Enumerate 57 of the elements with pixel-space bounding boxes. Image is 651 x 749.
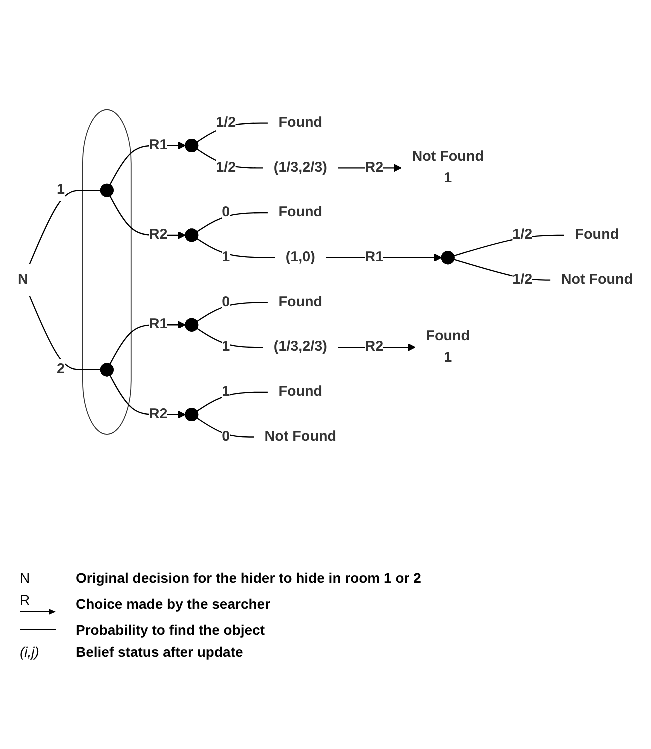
connector <box>29 296 101 370</box>
cluster <box>82 109 132 435</box>
node-text: Not Found <box>264 428 336 444</box>
edge-label: R1 <box>149 316 168 332</box>
edge-label: 1/2 <box>216 114 236 130</box>
connector <box>454 258 551 281</box>
node-text: Found <box>278 294 323 310</box>
edge-label: 1/2 <box>512 227 533 242</box>
node-text: Found <box>575 227 620 242</box>
arrow <box>110 320 186 364</box>
legend-symbol: R <box>20 592 30 608</box>
node-label: 1 <box>444 350 452 366</box>
node-label: 1 <box>444 170 452 186</box>
connector <box>196 148 264 168</box>
edge-label: R2 <box>365 160 384 176</box>
arrow <box>110 142 186 186</box>
node-text: Found <box>278 384 323 400</box>
node-text: Found <box>278 204 323 220</box>
node-label: (1/3,2/3) <box>274 160 328 176</box>
node-text: Found <box>278 114 323 130</box>
legend-text: Original decision for the hider to hide in room 1 or 2 <box>76 570 422 586</box>
node-label: (1,0) <box>286 250 316 265</box>
legend-symbol: (i,j) <box>20 644 40 660</box>
edge-label: 2 <box>57 362 65 377</box>
edge-label: 1 <box>222 384 230 400</box>
connector <box>196 238 276 258</box>
arrow <box>326 254 442 262</box>
connector <box>29 190 101 264</box>
edge-label: R1 <box>365 250 384 265</box>
connector <box>196 392 268 412</box>
node-text: Not Found <box>412 149 484 164</box>
edge-label: 1/2 <box>512 272 533 288</box>
legend-symbol: N <box>20 570 30 586</box>
connector <box>196 302 268 322</box>
legend-text: Probability to find the object <box>76 622 265 638</box>
edge-label: 0 <box>222 428 230 444</box>
edge-label: 1/2 <box>216 160 236 176</box>
connector <box>196 122 268 142</box>
connector <box>196 212 268 232</box>
edge-label: R2 <box>149 406 168 422</box>
edge-label: R2 <box>149 227 168 242</box>
node-label: (1/3,2/3) <box>274 339 328 354</box>
legend-text: Choice made by the searcher <box>76 596 271 612</box>
connector <box>196 418 254 438</box>
connector <box>196 328 264 348</box>
node-text: Not Found <box>561 272 634 288</box>
node-text: Found <box>426 328 470 344</box>
edge-label: 0 <box>222 204 230 220</box>
edge-label: 0 <box>222 294 230 310</box>
edge-label: 1 <box>57 182 65 198</box>
edge-label: 1 <box>222 339 230 354</box>
edge-label: 1 <box>222 250 230 265</box>
edge-label: R2 <box>365 339 384 354</box>
node-text: N <box>18 272 28 288</box>
connector <box>454 234 565 256</box>
legend-text: Belief status after update <box>76 644 244 660</box>
edge-label: R1 <box>149 137 168 153</box>
